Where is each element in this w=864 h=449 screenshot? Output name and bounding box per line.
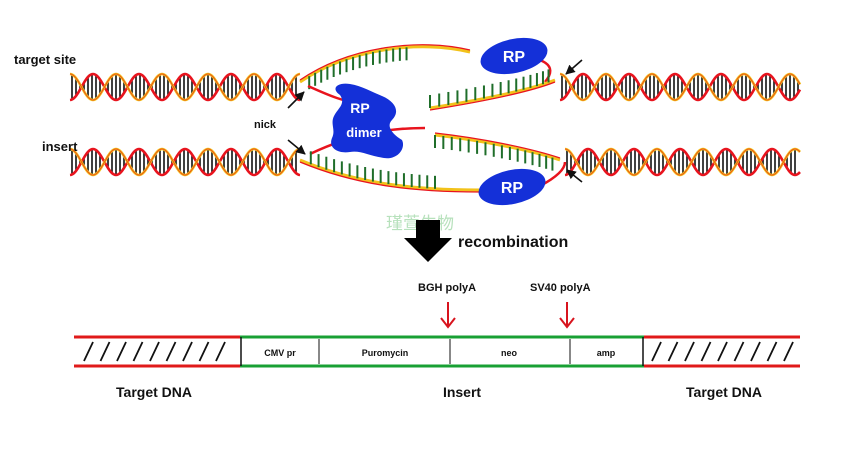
hatch-mark — [766, 341, 778, 362]
target-dna-left-bar — [74, 335, 244, 368]
segment-amp: amp — [597, 348, 616, 358]
target-site-helix-right — [559, 72, 802, 102]
recombination-arrow — [404, 220, 452, 262]
hatch-mark — [132, 341, 144, 362]
label-recombination: recombination — [458, 234, 568, 251]
sv40-polya-arrow — [559, 302, 575, 329]
svg-text:dimer: dimer — [346, 125, 381, 140]
insert-bar: CMV pr Puromycin neo amp — [240, 335, 644, 368]
hatch-mark — [700, 341, 712, 362]
dna-strand — [69, 147, 301, 177]
insert-helix-left — [69, 147, 301, 177]
label-target-dna-right: Target DNA — [686, 384, 762, 400]
svg-text:RP: RP — [503, 49, 526, 66]
svg-text:RP: RP — [501, 180, 524, 197]
construct-bar: CMV pr Puromycin neo amp — [74, 335, 800, 368]
rp-protein-bottom: RP — [478, 168, 546, 206]
hatch-mark — [165, 341, 177, 362]
dna-strand — [69, 72, 301, 102]
target-site-helix-left — [69, 72, 301, 102]
label-nick: nick — [254, 119, 277, 131]
arrow-top-right — [565, 59, 583, 75]
hatch-mark — [717, 341, 728, 362]
hatch-mark — [83, 341, 94, 362]
label-target-site: target site — [14, 52, 76, 67]
hatch-mark — [99, 341, 111, 362]
hatch-mark — [182, 341, 193, 362]
label-insert: insert — [42, 139, 78, 154]
hatch-mark — [198, 341, 210, 362]
rp-dimer: RP dimer — [331, 83, 404, 159]
hatch-mark — [651, 341, 662, 362]
hatch-mark — [783, 341, 794, 362]
dna-strand — [559, 73, 801, 101]
insert-lower-rungs — [309, 151, 436, 189]
rp-protein-top: RP — [480, 37, 548, 75]
segment-puromycin: Puromycin — [362, 348, 409, 358]
label-sv40-polya: SV40 polyA — [530, 282, 591, 294]
dna-strand — [69, 148, 301, 176]
dna-strand — [564, 148, 801, 176]
hatch-mark — [116, 341, 127, 362]
segment-neo: neo — [501, 348, 518, 358]
segment-cmv-promoter: CMV pr — [264, 348, 296, 358]
dna-strand — [69, 73, 301, 101]
target-site-lower-rungs — [429, 69, 550, 108]
insert-upper-rungs — [434, 135, 554, 171]
label-bgh-polya: BGH polyA — [418, 282, 476, 294]
label-target-dna-left: Target DNA — [116, 384, 192, 400]
arrow-insert-left — [287, 139, 306, 155]
hatch-mark — [684, 341, 695, 362]
dna-strand — [559, 72, 802, 102]
hatch-mark — [750, 341, 761, 362]
insert-helix-right — [564, 147, 801, 177]
svg-text:RP: RP — [350, 100, 369, 116]
hatch-mark — [215, 341, 226, 362]
arrow-top-left — [287, 91, 305, 109]
label-insert-region: Insert — [443, 384, 481, 400]
hatch-mark — [667, 341, 679, 362]
arrow-insert-right — [566, 169, 583, 183]
bgh-polya-arrow — [440, 302, 456, 329]
hatch-mark — [149, 341, 160, 362]
target-site-upper-rungs — [308, 47, 408, 90]
hatch-mark — [733, 341, 745, 362]
polya-arrows — [440, 302, 575, 329]
target-dna-right-bar — [640, 335, 800, 368]
cut-site-arrows — [287, 59, 583, 183]
